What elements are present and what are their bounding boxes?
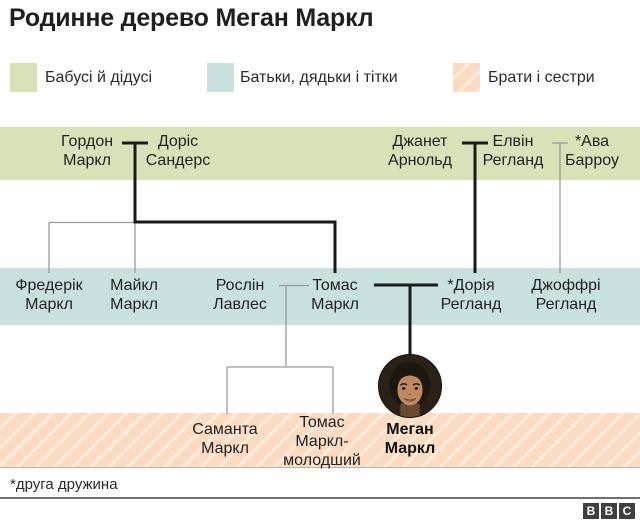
- person-doris-sanders: Доріс Сандерс: [145, 133, 211, 169]
- page-title: Родинне дерево Меган Маркл: [9, 4, 374, 32]
- bbc-logo-b2: B: [601, 503, 617, 519]
- bbc-logo-b1: B: [583, 503, 599, 519]
- legend-label-grandparents: Бабусі й дідусі: [45, 69, 153, 86]
- person-samantha-markle: Саманта Маркл: [192, 421, 258, 457]
- person-doria-ragland: *Дорія Регланд: [440, 277, 502, 313]
- legend-swatch-parents: [207, 63, 234, 92]
- person-ava-burrow: *Ава Барроу: [565, 133, 619, 169]
- person-alvin-ragland: Елвін Регланд: [482, 133, 544, 169]
- person-meghan-markle: Меган Маркл: [384, 421, 436, 457]
- person-thomas-markle-jr: Томас Маркл- молодший: [283, 414, 361, 469]
- person-roslyn-loveless: Рослін Лавлес: [213, 277, 267, 313]
- legend-swatch-grandparents: [10, 63, 37, 92]
- legend-label-siblings: Брати і сестри: [488, 69, 595, 86]
- person-frederick-markle: Фредерік Маркл: [15, 277, 83, 313]
- parents-band: [0, 268, 640, 325]
- person-michael-markle: Майкл Маркл: [110, 277, 158, 313]
- bbc-logo-c: C: [619, 503, 635, 519]
- legend-swatch-siblings: [453, 63, 480, 92]
- person-gordon-markle: Гордон Маркл: [60, 133, 114, 169]
- legend-label-parents: Батьки, дядьки і тітки: [240, 69, 398, 86]
- meghan-markle-photo: [378, 354, 442, 418]
- footer-divider: [0, 497, 640, 499]
- siblings-band: [0, 413, 640, 468]
- person-geoffrey-ragland: Джоффрі Регланд: [531, 277, 601, 313]
- meghan-face-illustration: [379, 355, 441, 417]
- person-jeanette-arnold: Джанет Арнольд: [388, 133, 452, 169]
- footnote-second-wife: *друга дружина: [10, 476, 118, 493]
- person-thomas-markle: Томас Маркл: [311, 277, 359, 313]
